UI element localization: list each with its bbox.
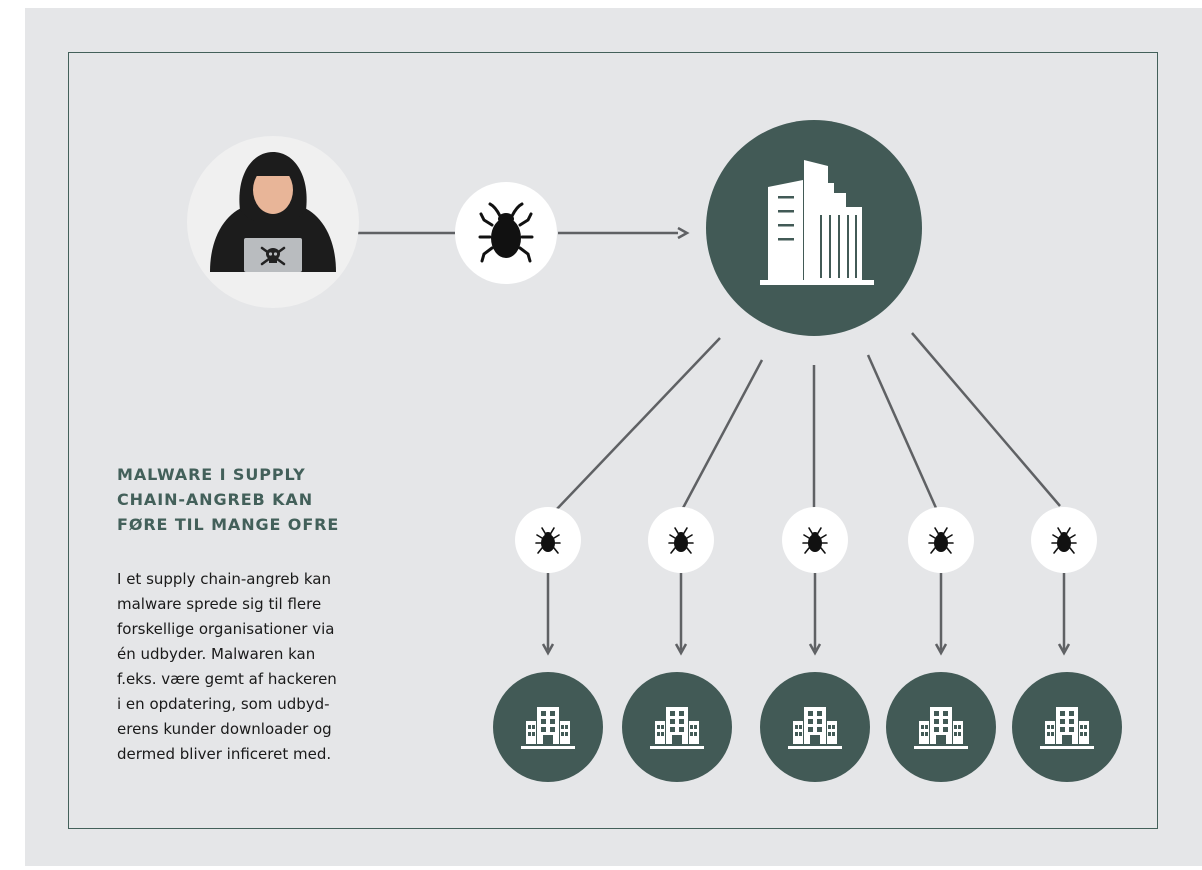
bug-icon <box>478 202 534 263</box>
victim-3 <box>760 507 870 782</box>
attack-connectors <box>358 226 690 240</box>
victim-1 <box>493 507 603 782</box>
description-line: én udbyder. Malwaren kan <box>117 645 316 663</box>
victim-4 <box>886 507 996 782</box>
heading-line: FØRE TIL MANGE OFRE <box>117 515 340 534</box>
description-line: I et supply chain-angreb kan <box>117 570 331 588</box>
infection-arrows <box>541 573 1071 656</box>
description-line: erens kunder downloader og <box>117 720 332 738</box>
heading-line: MALWARE I SUPPLY <box>117 465 306 484</box>
description-line: forskellige organisationer via <box>117 620 335 638</box>
hacker-icon <box>210 152 336 272</box>
fan-out-lines <box>555 332 1061 511</box>
description-line: f.eks. være gemt af hackeren <box>117 670 337 688</box>
victim-2 <box>622 507 732 782</box>
description-line: i en opdatering, som udbyd- <box>117 695 330 713</box>
description-line: malware sprede sig til flere <box>117 595 322 613</box>
description-line: dermed bliver inficeret med. <box>117 745 332 763</box>
malware-payload-node <box>455 182 557 284</box>
supplier-node <box>706 120 922 336</box>
diagram-heading: MALWARE I SUPPLY CHAIN-ANGREB KAN FØRE T… <box>117 462 417 537</box>
skull-crossbones-icon <box>260 246 286 266</box>
skyscraper-icon <box>760 160 874 285</box>
diagram-frame <box>68 52 1158 829</box>
heading-line: CHAIN-ANGREB KAN <box>117 490 313 509</box>
background-panel <box>25 8 1202 866</box>
diagram-description: I et supply chain-angreb kan malware spr… <box>117 567 417 767</box>
victim-5 <box>1012 507 1122 782</box>
hacker-node <box>187 136 359 308</box>
